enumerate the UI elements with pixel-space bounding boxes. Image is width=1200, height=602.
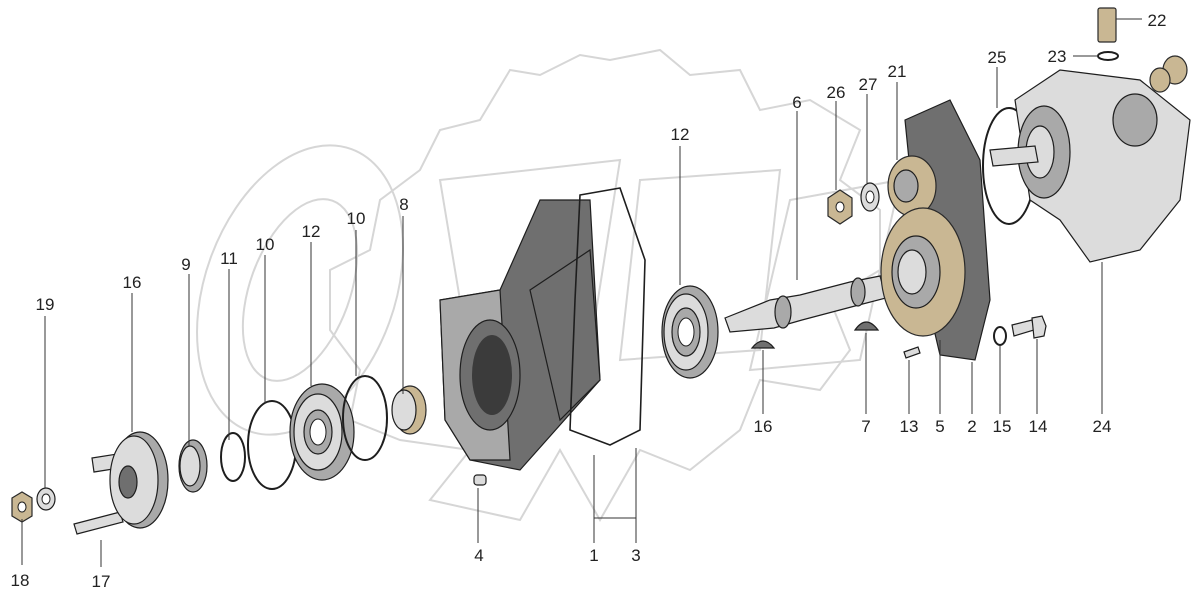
part-9-hub <box>178 439 208 493</box>
part-1-housing <box>439 199 601 471</box>
callout-10-left: 10 <box>256 235 275 254</box>
part-11-circlip <box>220 432 246 482</box>
callout-24: 24 <box>1093 417 1112 436</box>
callout-27: 27 <box>859 75 878 94</box>
callout-26: 26 <box>827 83 846 102</box>
part-4-pin <box>473 474 487 486</box>
callout-19: 18 <box>11 571 30 590</box>
part-26-nut <box>827 189 853 225</box>
callout-22: 22 <box>1148 11 1167 30</box>
part-3-gasket <box>569 187 646 446</box>
part-16-key <box>750 340 776 349</box>
callout-21: 21 <box>888 62 907 81</box>
part-23-seal <box>1097 51 1119 61</box>
part-20-washer <box>36 487 56 511</box>
callout-25: 25 <box>988 48 1007 67</box>
callout-3: 3 <box>631 546 640 565</box>
callout-15: 15 <box>993 417 1012 436</box>
part-24-pump <box>989 55 1191 263</box>
part-17-flange <box>91 431 169 529</box>
part-22-fitting <box>1097 7 1117 43</box>
part-12-bearing-left <box>289 383 355 481</box>
part-10-snap-ring-right <box>342 375 388 461</box>
part-13-pin <box>903 346 921 359</box>
watermark-gear <box>329 48 881 523</box>
part-15-washer <box>993 326 1007 346</box>
part-27-washer <box>860 182 880 212</box>
callout-23: 23 <box>1048 47 1067 66</box>
callout-4: 4 <box>474 546 483 565</box>
callout-17: 16 <box>123 273 142 292</box>
part-8-bushing <box>391 385 427 435</box>
callout-6: 6 <box>792 93 801 112</box>
callout-18: 17 <box>92 572 111 591</box>
callout-11: 11 <box>220 249 238 268</box>
callout-labels: 19 18 17 16 9 11 10 12 10 8 4 1 3 12 6 2… <box>11 11 1167 591</box>
callout-5: 5 <box>935 417 944 436</box>
callout-8: 8 <box>399 195 408 214</box>
part-7-key <box>853 321 880 331</box>
part-18-stud <box>73 511 124 535</box>
part-19-nut <box>11 491 33 523</box>
callout-2: 2 <box>967 417 976 436</box>
part-21-gear-small <box>887 155 937 217</box>
callout-12-right: 12 <box>671 125 690 144</box>
callout-1: 1 <box>589 546 598 565</box>
part-5-gear-large <box>880 207 966 337</box>
part-12-bearing-right <box>661 285 719 379</box>
leader-lines <box>21 18 1142 567</box>
callout-10-right: 10 <box>347 209 366 228</box>
callout-13: 13 <box>900 417 919 436</box>
callout-12-left: 12 <box>302 222 321 241</box>
callout-16: 16 <box>754 417 773 436</box>
part-14-bolt <box>1011 315 1047 339</box>
callout-7: 7 <box>861 417 870 436</box>
callout-20: 19 <box>36 295 55 314</box>
callout-14: 14 <box>1029 417 1048 436</box>
callout-9: 9 <box>181 255 190 274</box>
part-10-snap-ring-left <box>247 400 297 490</box>
